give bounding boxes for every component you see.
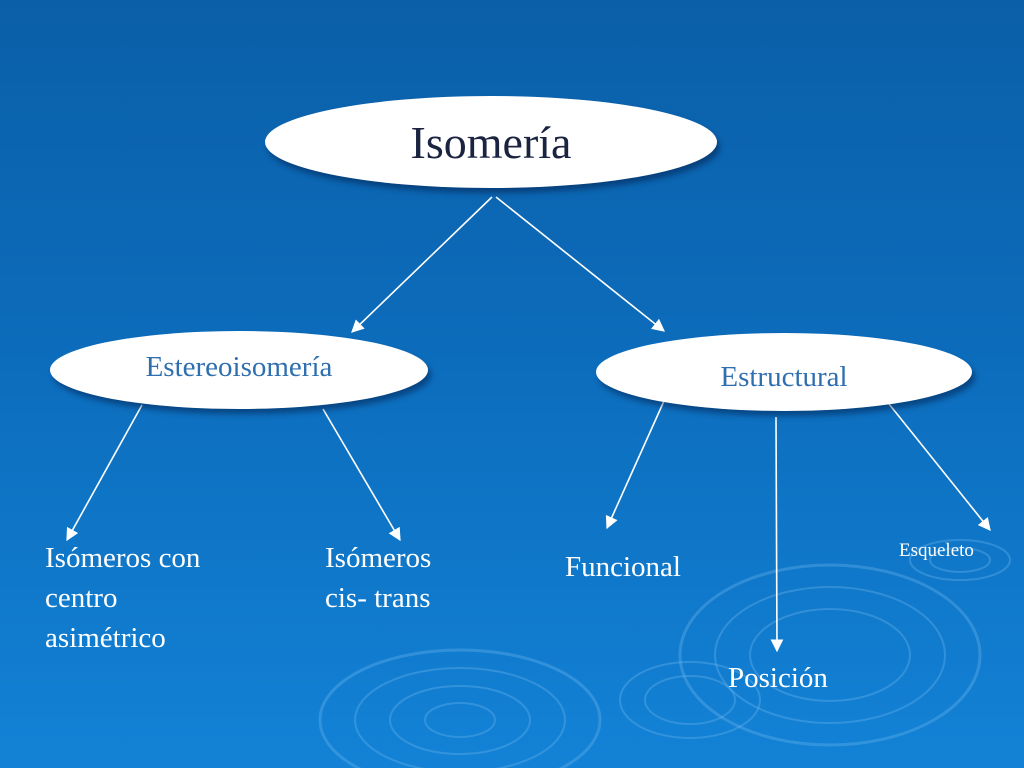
- leaf-esqueleto: Esqueleto: [899, 540, 974, 561]
- node-estructural-label: Estructural: [720, 360, 848, 393]
- node-estructural: Estructural: [596, 333, 972, 411]
- arrow-stereo-to-cistrans: [322, 408, 401, 542]
- arrow-structural-to-functional: [605, 400, 665, 530]
- arrow-root-to-structural: [495, 196, 666, 332]
- node-isomeria-label: Isomería: [410, 116, 572, 168]
- arrow-root-to-stereo: [351, 196, 493, 333]
- node-isomeria: Isomería: [265, 96, 717, 188]
- leaf-posicion: Posición: [728, 662, 828, 694]
- leaf-funcional: Funcional: [565, 551, 681, 583]
- node-estereoisomeria-label: Estereoisomería: [145, 350, 333, 383]
- leaf-isomeros-cis-trans: Isómeros cis- trans: [325, 542, 432, 614]
- node-estereoisomeria: Estereoisomería: [50, 331, 428, 409]
- arrow-structural-to-skeleton: [888, 403, 991, 531]
- arrow-structural-to-position: [770, 416, 784, 653]
- leaf-isomeros-centro-asimetrico: Isómeros con centro asimétrico: [45, 542, 201, 654]
- arrow-stereo-to-asymmetric: [66, 404, 143, 542]
